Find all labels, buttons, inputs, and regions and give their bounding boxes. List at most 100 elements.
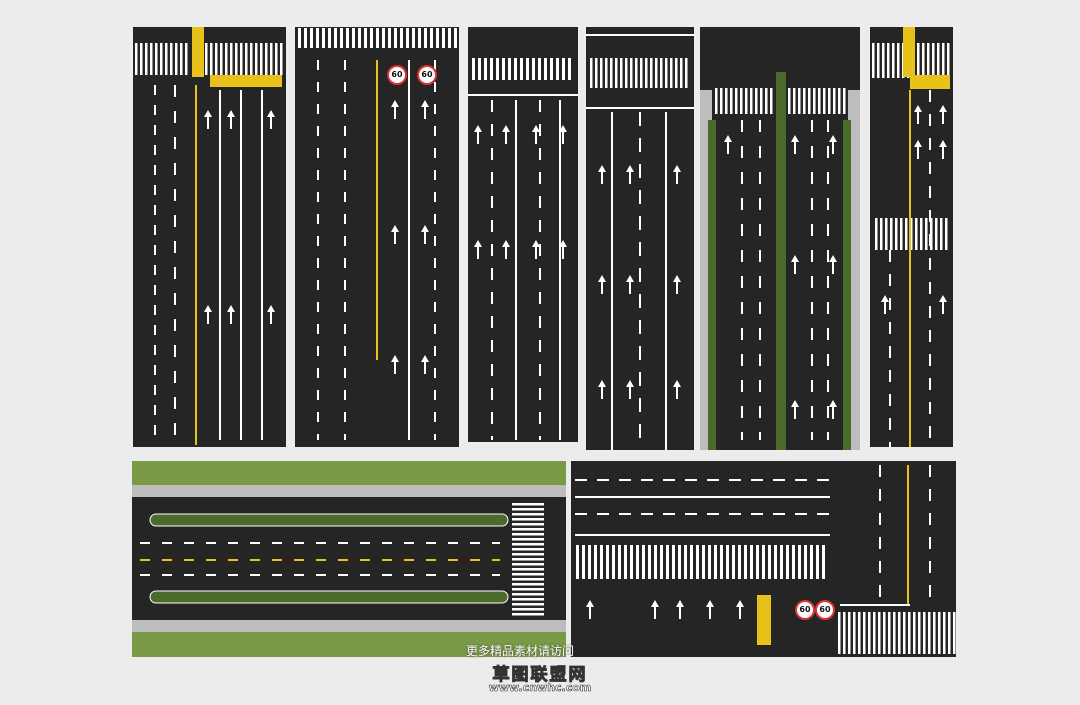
crosswalk-stripe (394, 28, 397, 48)
crosswalk-stripe (905, 218, 908, 250)
crosswalk-stripe (745, 88, 748, 114)
crosswalk-stripe (496, 58, 499, 80)
crosswalk-stripe (600, 58, 603, 88)
crosswalk-stripe (848, 612, 851, 654)
arrow-marking (559, 125, 567, 144)
crosswalk-stripe (880, 218, 883, 250)
crosswalk-stripe (735, 88, 738, 114)
crosswalk-stripe (630, 58, 633, 88)
crosswalk-stripe (872, 43, 875, 78)
crosswalk-stripe (418, 28, 421, 48)
crosswalk-stripe (618, 545, 621, 579)
crosswalk-stripe (878, 612, 881, 654)
crosswalk-stripe (576, 545, 579, 579)
crosswalk-stripe (620, 58, 623, 88)
crosswalk-stripe (225, 43, 228, 75)
crosswalk-stripe (145, 43, 148, 75)
crosswalk-stripe (947, 43, 950, 78)
crosswalk-stripe (334, 28, 337, 48)
crosswalk-stripe (803, 88, 806, 114)
crosswalk-stripe (635, 58, 638, 88)
crosswalk-stripe (675, 58, 678, 88)
crosswalk-stripe (892, 43, 895, 78)
crosswalk-stripe (818, 88, 821, 114)
crosswalk-stripe (370, 28, 373, 48)
crosswalk-stripe (672, 545, 675, 579)
crosswalk-stripe (877, 43, 880, 78)
arrow-marking (227, 305, 235, 324)
watermark-line1: 更多精品素材请访问 (465, 644, 574, 658)
arrow-marking (673, 165, 681, 184)
crosswalk-stripe (925, 218, 928, 250)
crosswalk-stripe (696, 545, 699, 579)
crosswalk-stripe (484, 58, 487, 80)
crosswalk-stripe (568, 58, 571, 80)
crosswalk-stripe (938, 612, 941, 654)
crosswalk-stripe (160, 43, 163, 75)
crosswalk-stripe (755, 88, 758, 114)
arrow-marking (598, 165, 606, 184)
crosswalk-stripe (670, 58, 673, 88)
crosswalk-stripe (823, 88, 826, 114)
crosswalk-stripe (322, 28, 325, 48)
crosswalk-stripe (512, 573, 544, 576)
crosswalk-stripe (406, 28, 409, 48)
crosswalk-stripe (544, 58, 547, 80)
crosswalk-stripe (490, 58, 493, 80)
crosswalk-stripe (828, 88, 831, 114)
crosswalk-stripe (358, 28, 361, 48)
crosswalk-stripe (935, 218, 938, 250)
crosswalk-stripe (624, 545, 627, 579)
crosswalk-stripe (715, 88, 718, 114)
arrow-marking (706, 600, 714, 619)
arrow-marking (791, 135, 799, 154)
lane-label (910, 75, 950, 89)
arrow-marking (791, 400, 799, 419)
crosswalk-stripe (612, 545, 615, 579)
crosswalk-stripe (280, 43, 283, 75)
crosswalk-stripe (945, 218, 948, 250)
arrow-marking (391, 225, 399, 244)
crosswalk-stripe (918, 612, 921, 654)
crosswalk-stripe (512, 543, 544, 546)
arrow-marking (227, 110, 235, 129)
speed-limit-sign: 60 (387, 65, 407, 85)
crosswalk-stripe (786, 545, 789, 579)
crosswalk-stripe (887, 43, 890, 78)
speed-limit-sign: 60 (815, 600, 835, 620)
median-strip (149, 513, 509, 527)
crosswalk-stripe (708, 545, 711, 579)
median-strip (708, 120, 716, 450)
crosswalk-stripe (804, 545, 807, 579)
crosswalk-stripe (625, 58, 628, 88)
crosswalk-stripe (508, 58, 511, 80)
crosswalk-stripe (310, 28, 313, 48)
arrow-marking (829, 255, 837, 274)
crosswalk-stripe (738, 545, 741, 579)
crosswalk-stripe (768, 545, 771, 579)
crosswalk-stripe (512, 563, 544, 566)
sidewalk (132, 485, 566, 497)
crosswalk-stripe (940, 218, 943, 250)
crosswalk-stripe (690, 545, 693, 579)
arrow-marking (502, 125, 510, 144)
crosswalk-stripe (920, 218, 923, 250)
crosswalk-stripe (472, 58, 475, 80)
crosswalk-stripe (150, 43, 153, 75)
arrow-marking (939, 295, 947, 314)
crosswalk-stripe (732, 545, 735, 579)
crosswalk-stripe (858, 612, 861, 654)
arrow-marking (474, 125, 482, 144)
arrow-marking (626, 275, 634, 294)
crosswalk-stripe (140, 43, 143, 75)
crosswalk-stripe (760, 88, 763, 114)
watermark-url: www.cnwhc.com (488, 681, 592, 695)
crosswalk-stripe (512, 608, 544, 611)
crosswalk-stripe (948, 612, 951, 654)
arrow-marking (421, 225, 429, 244)
crosswalk-stripe (588, 545, 591, 579)
crosswalk-stripe (165, 43, 168, 75)
road-panel-1 (133, 27, 286, 447)
crosswalk-stripe (645, 58, 648, 88)
arrow-marking (939, 105, 947, 124)
